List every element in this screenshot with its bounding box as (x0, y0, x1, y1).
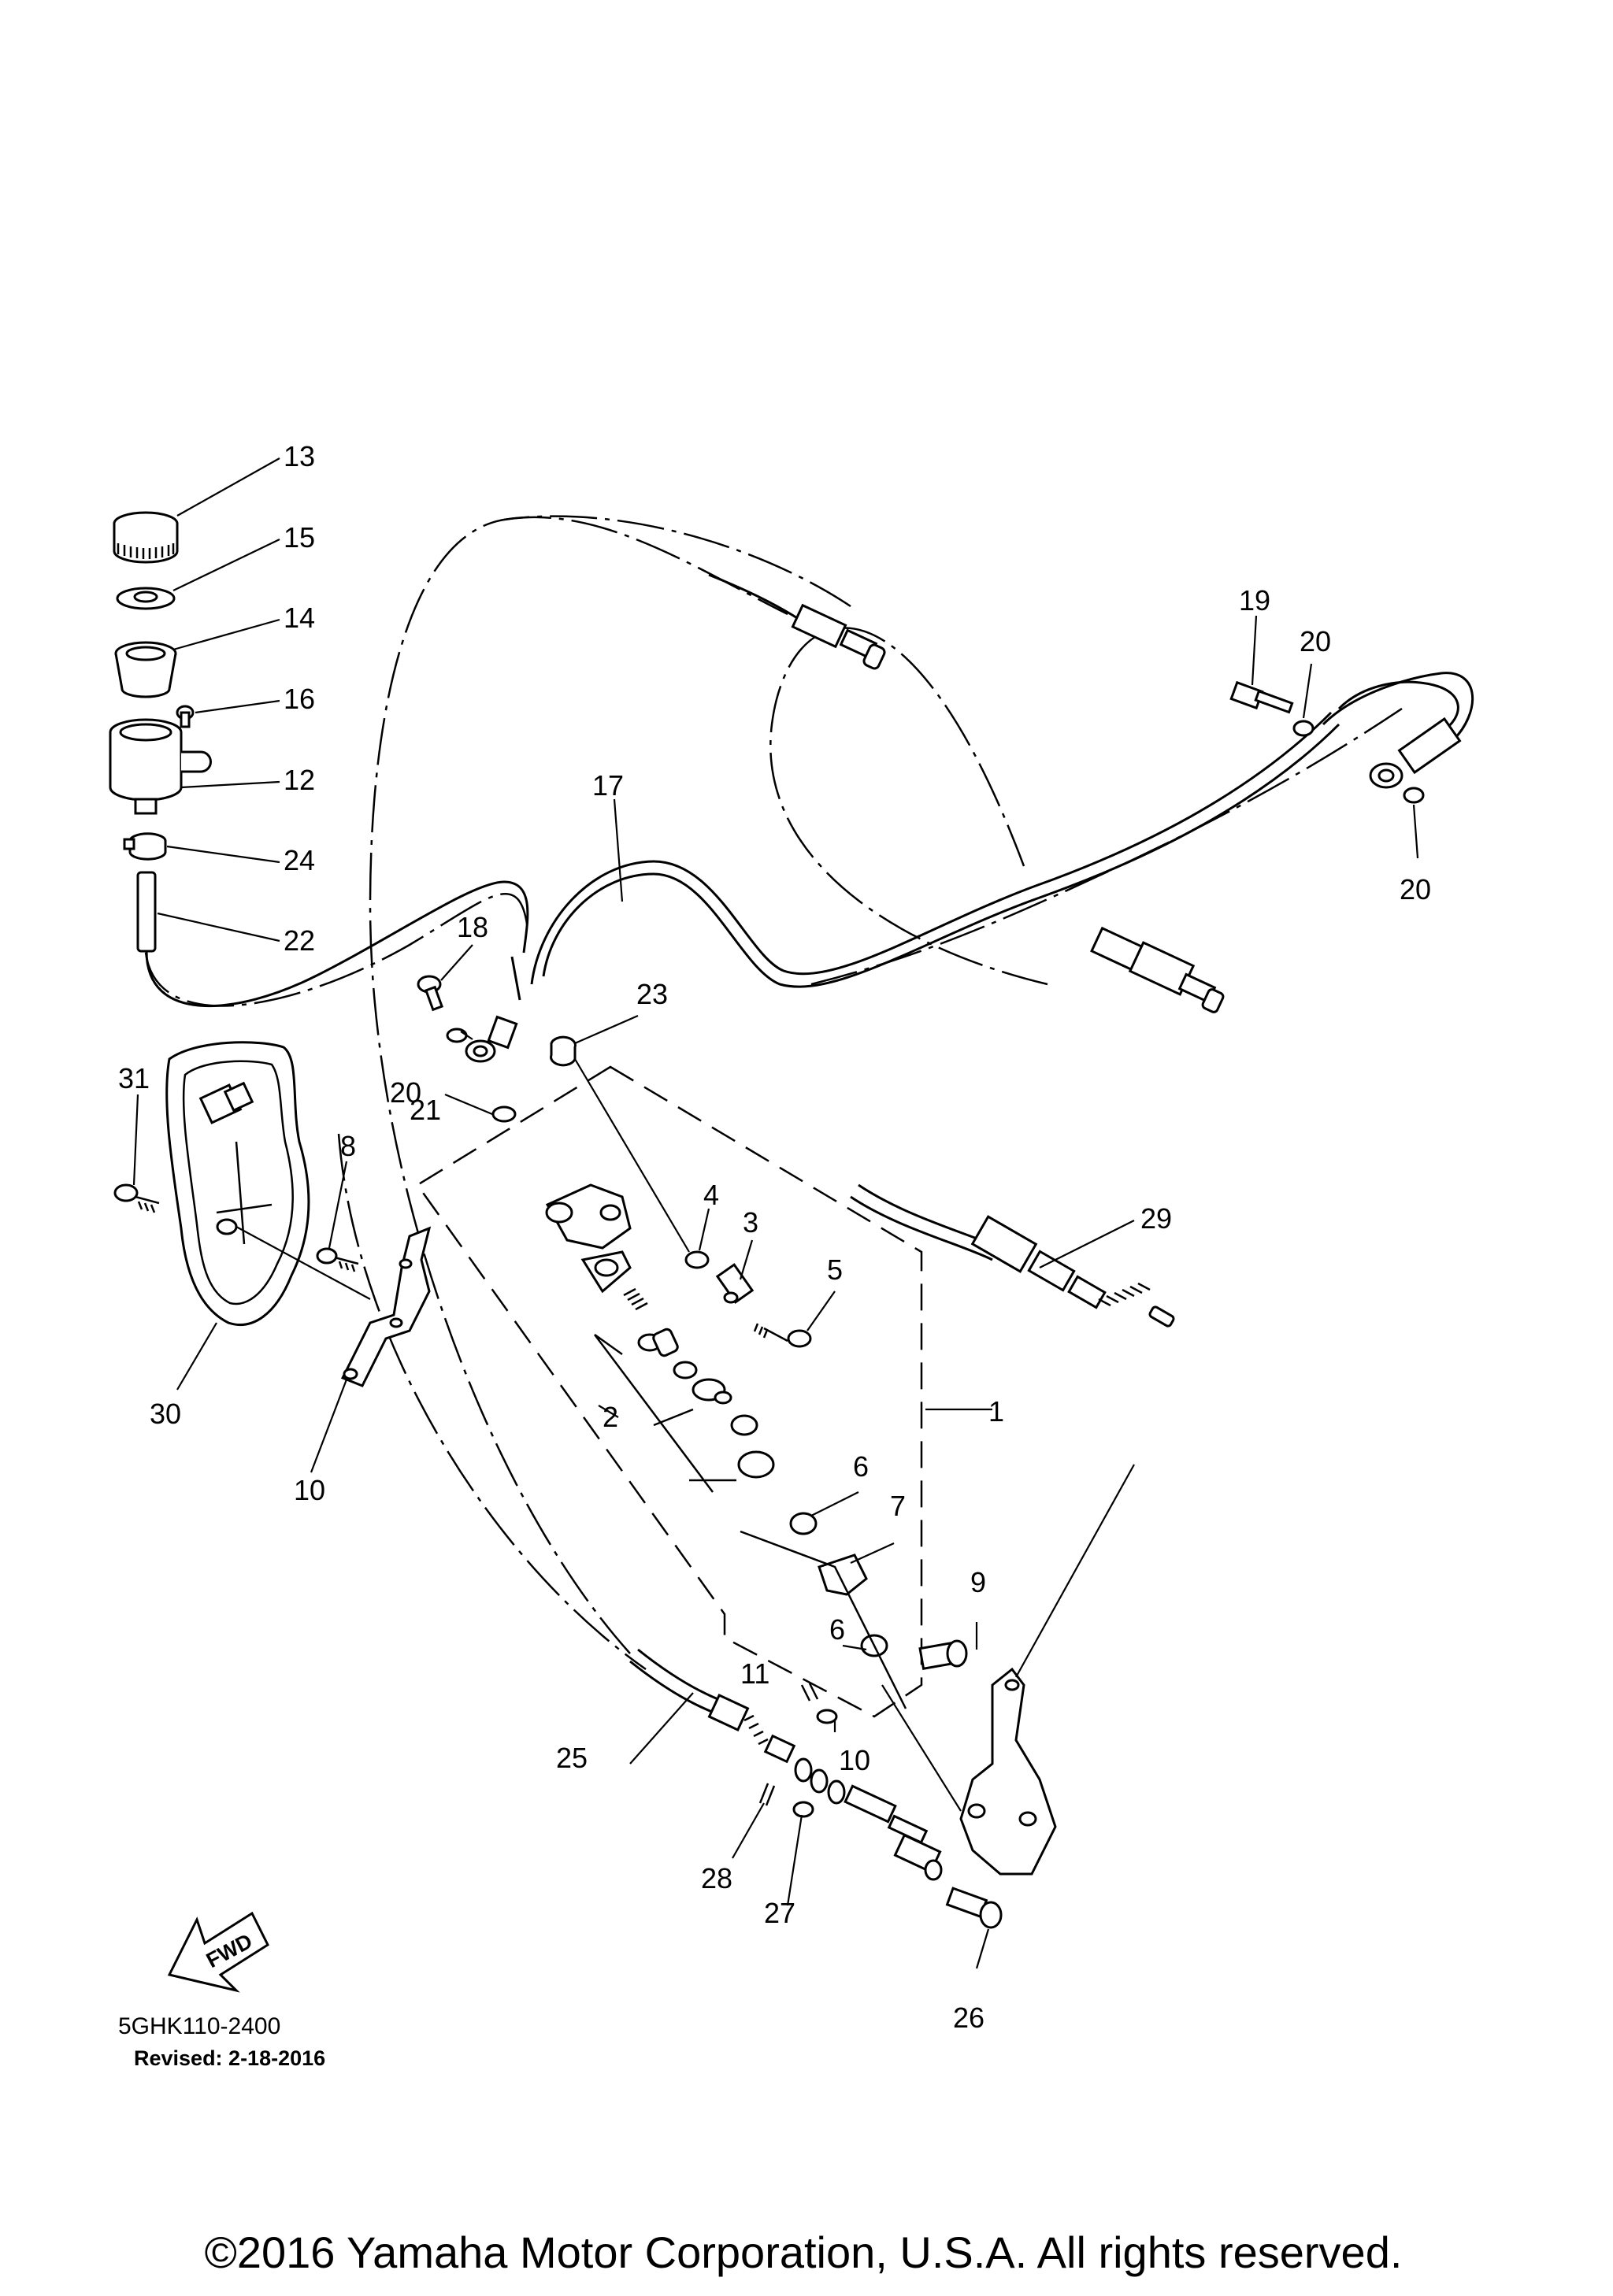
callout-24: 24 (284, 844, 315, 876)
callout-7: 7 (890, 1490, 906, 1522)
banjo-fitting-right (1229, 672, 1474, 804)
bracket (235, 1226, 432, 1387)
callout-6-upper: 6 (853, 1450, 869, 1483)
callout-20-right-top: 20 (1300, 625, 1331, 657)
callout-20-left: 20 (390, 1076, 421, 1109)
callout-20-right-bottom: 20 (1400, 873, 1431, 905)
callout-8: 10 (294, 1474, 325, 1506)
callout-5: 5 (827, 1254, 843, 1286)
reservoir-assembly (109, 511, 529, 1008)
lower-cable-end (629, 1648, 1003, 1929)
callout-19-left: 18 (457, 911, 488, 943)
callout-3: 3 (743, 1206, 758, 1239)
clutch-cable (850, 1183, 1175, 1328)
callout-13: 12 (284, 764, 315, 796)
callout-6-lower: 6 (829, 1613, 845, 1646)
callout-14: 13 (284, 440, 315, 472)
guard-plate (113, 1041, 310, 1326)
callout-25: 25 (556, 1742, 588, 1774)
callout-21: 21 (410, 1094, 441, 1126)
callout-11: 10 (839, 1744, 870, 1776)
callout-17: 16 (284, 683, 315, 715)
fwd-arrow: FWD (167, 1911, 269, 1993)
callout-16: 15 (284, 521, 315, 554)
callout-19-right: 19 (1239, 584, 1270, 617)
leader-lines (132, 457, 1419, 1969)
callout-15: 14 (284, 602, 315, 634)
lever (881, 1464, 1135, 1876)
callout-9: 8 (340, 1130, 356, 1162)
revision-date: Revised: 2-18-2016 (134, 2046, 325, 2070)
copyright-notice: ©2016 Yamaha Motor Corporation, U.S.A. A… (205, 2227, 1403, 2277)
callout-22: 22 (284, 924, 315, 957)
callout-18: 17 (592, 769, 624, 802)
callout-1: 1 (988, 1395, 1004, 1428)
callout-26: 26 (953, 2002, 984, 2034)
callout-10: 9 (970, 1566, 986, 1598)
callout-labels: 13 15 14 16 12 24 22 17 18 20 21 23 19 2… (118, 440, 1431, 2034)
drawing-code: 5GHK110-2400 (118, 2013, 280, 2039)
callout-29: 29 (1140, 1202, 1172, 1235)
callout-31: 31 (118, 1062, 150, 1094)
cable-end-top (708, 573, 886, 670)
callout-4: 4 (703, 1179, 719, 1211)
master-cylinder-group (416, 975, 968, 1724)
cable-end-right (1090, 926, 1225, 1013)
callout-2: 2 (603, 1401, 618, 1433)
callout-27: 27 (764, 1897, 795, 1929)
callout-28: 28 (701, 1862, 732, 1894)
callout-30: 30 (150, 1398, 181, 1430)
callout-23: 23 (636, 978, 668, 1010)
brake-hose (530, 711, 1340, 988)
callout-12: 11 (740, 1657, 769, 1690)
cable-routing (144, 515, 1403, 1671)
